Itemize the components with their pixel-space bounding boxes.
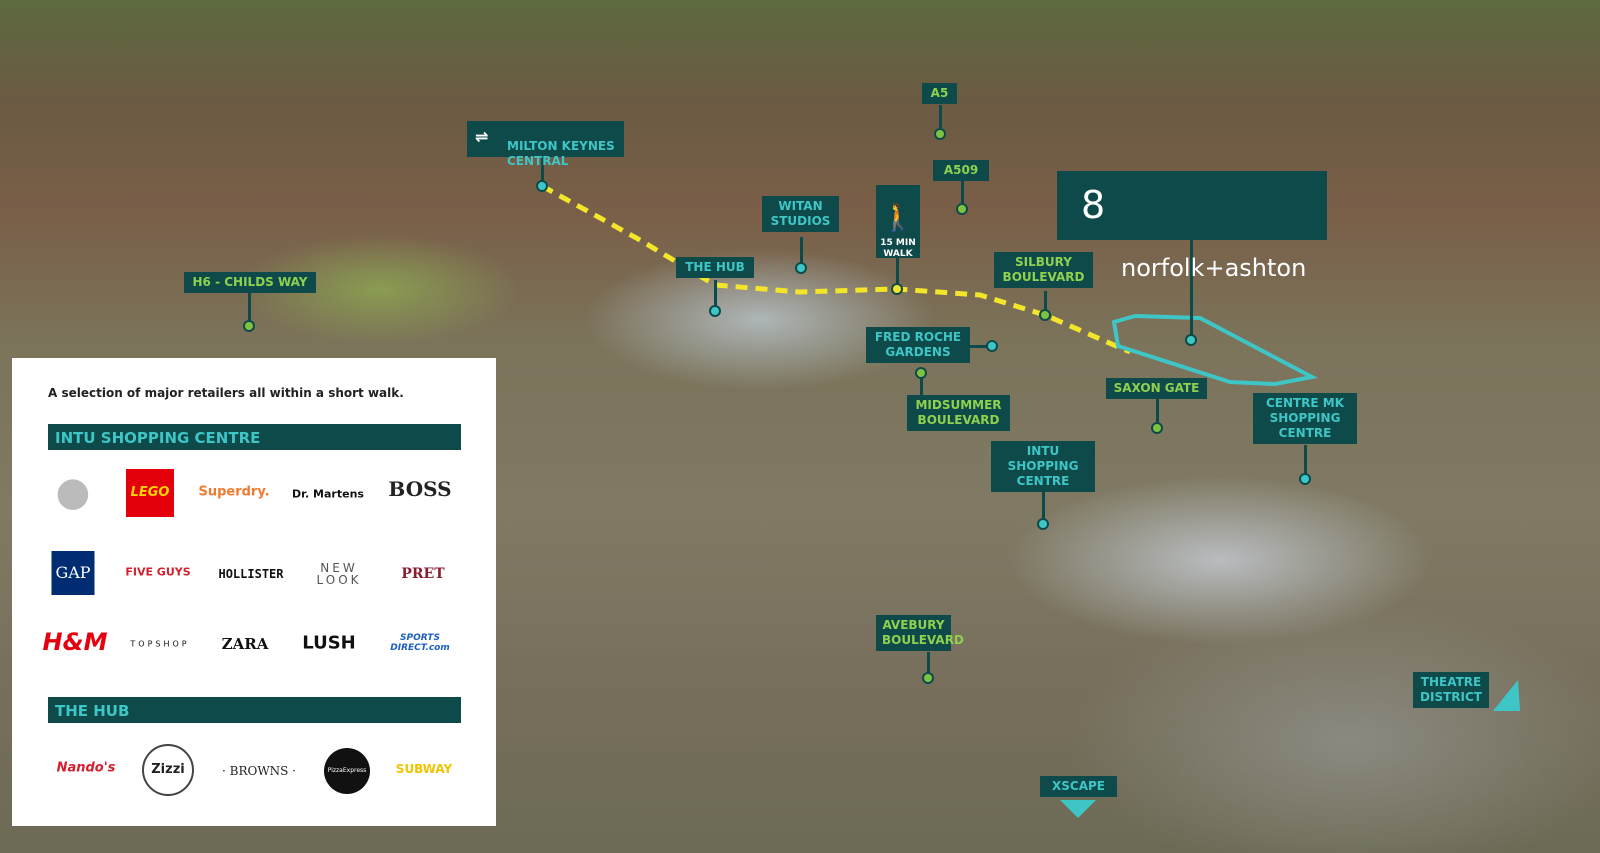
logo-hm: H&M <box>42 628 108 656</box>
pin-site <box>1185 334 1197 346</box>
label-intu: INTU SHOPPING CENTRE <box>991 441 1095 492</box>
national-rail-icon: ⇌ <box>475 127 489 146</box>
logo-apple: ● <box>55 469 91 515</box>
section-title-intu: INTU SHOPPING CENTRE <box>48 424 461 450</box>
pedestrian-icon: 🚶 <box>881 203 915 233</box>
pin-midsummer <box>915 367 927 379</box>
pin-mk-central <box>536 180 548 192</box>
logo-gap: GAP <box>51 551 95 595</box>
label-walk: 🚶15 MIN WALK <box>876 185 920 259</box>
pin-centremk <box>1299 473 1311 485</box>
logo-zizzi: Zizzi <box>142 744 194 796</box>
pin-fred <box>986 340 998 352</box>
label-witan: WITAN STUDIOS <box>762 196 839 232</box>
walking-route <box>540 183 1131 355</box>
site-outline <box>1111 313 1319 387</box>
pin-a5 <box>934 128 946 140</box>
label-silbury: SILBURY BOULEVARD <box>994 252 1093 288</box>
pin-witan <box>795 262 807 274</box>
pin-intu <box>1037 518 1049 530</box>
logo-dr-martens: Dr. Martens <box>292 487 364 501</box>
label-theatre: THEATRE DISTRICT <box>1413 672 1489 708</box>
theatre-arrow-icon <box>1493 680 1520 711</box>
logo-pizzaexpress: PizzaExpress <box>324 748 370 794</box>
logo-boss: BOSS <box>388 477 452 501</box>
label-a5: A5 <box>922 83 957 104</box>
logo-lush: LUSH <box>302 632 356 654</box>
logo-zara: ZARA <box>221 635 269 653</box>
label-hub: THE HUB <box>676 257 754 278</box>
pin-hub <box>709 305 721 317</box>
label-fred: FRED ROCHE GARDENS <box>866 327 970 363</box>
label-a509: A509 <box>933 160 989 181</box>
pin-h6 <box>243 320 255 332</box>
label-h6: H6 - CHILDS WAY <box>184 272 316 293</box>
logo-subway: SUBWAY <box>395 762 453 776</box>
pin-avebury <box>922 672 934 684</box>
pin-saxon <box>1151 422 1163 434</box>
section-title-hub: THE HUB <box>48 697 461 723</box>
logo-hollister: HOLLISTER <box>218 567 284 581</box>
xscape-arrow-icon <box>1060 800 1096 818</box>
logo-pret: PRET <box>401 566 445 582</box>
label-avebury: AVEBURY BOULEVARD <box>876 615 964 651</box>
norfolk-ashton-logo: 8 <box>1081 183 1106 227</box>
logo-superdry: Superdry. <box>198 484 270 500</box>
pin-walk <box>891 283 903 295</box>
label-saxon: SAXON GATE <box>1106 378 1207 399</box>
logo-nandos: Nando's <box>56 760 116 776</box>
label-mk-central: ⇌MILTON KEYNES CENTRAL <box>467 121 624 168</box>
label-xscape: XSCAPE <box>1040 776 1117 797</box>
panel-intro: A selection of major retailers all withi… <box>48 386 404 400</box>
logo-browns: · BROWNS · <box>221 764 297 778</box>
pin-a509 <box>956 203 968 215</box>
pin-silbury <box>1039 309 1051 321</box>
label-midsummer: MIDSUMMER BOULEVARD <box>907 395 1010 431</box>
logo-sports-direct: SPORTS DIRECT.com <box>390 633 450 653</box>
logo-new-look: NEW LOOK <box>316 561 362 587</box>
retailers-panel: A selection of major retailers all withi… <box>12 358 496 826</box>
logo-topshop: TOPSHOP <box>130 639 190 649</box>
logo-lego: LEGO <box>126 469 174 517</box>
logo-five-guys: FIVE GUYS <box>125 565 191 579</box>
label-centremk: CENTRE MK SHOPPING CENTRE <box>1253 393 1357 444</box>
